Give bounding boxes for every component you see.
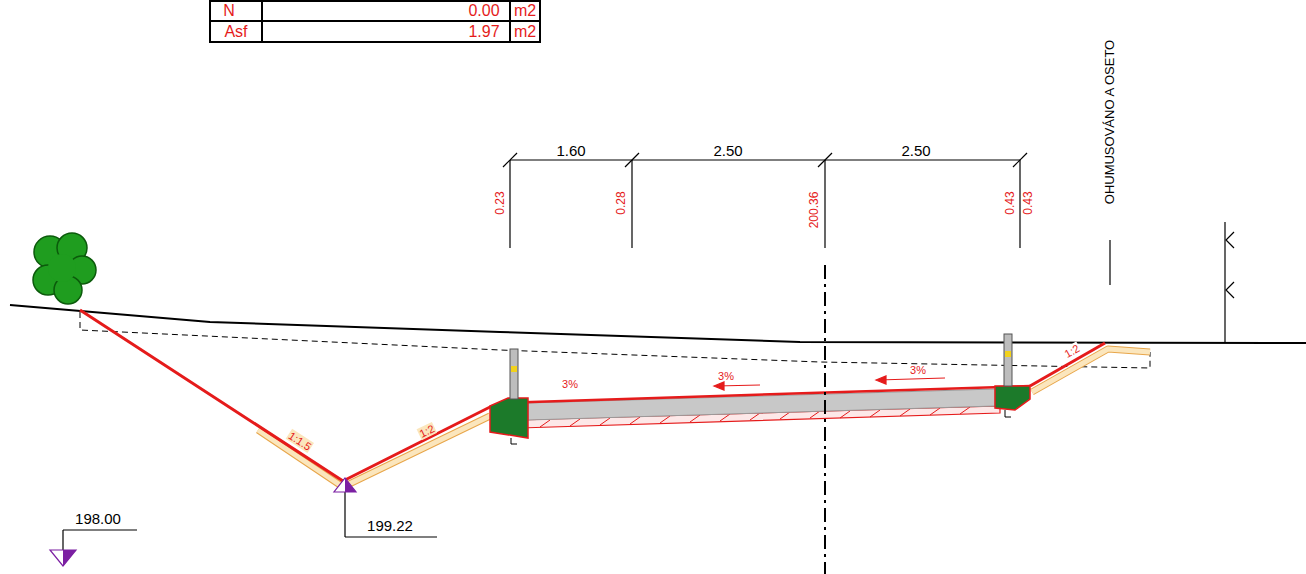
- cross-slope: 3%: [718, 370, 734, 382]
- table-cell: Asf: [224, 23, 247, 41]
- table-cell: 1.97: [468, 23, 499, 41]
- note-text: OHUMUSOVÁNO A OSETO: [1103, 40, 1117, 204]
- cross-slope: 3%: [562, 378, 578, 390]
- dimension-lines: [503, 153, 1027, 248]
- datum-marker: [50, 530, 137, 566]
- table-cell: 0.00: [468, 2, 499, 20]
- elevation-value: 200.36: [808, 192, 821, 229]
- level-marker: [334, 478, 437, 537]
- table-cell: N: [223, 2, 235, 20]
- curb-foot: [511, 410, 1011, 444]
- left-curb: [490, 398, 528, 438]
- cut-slope: [80, 310, 492, 481]
- slope-bands-fill: [258, 349, 1150, 487]
- dimension-value: 2.50: [713, 143, 742, 160]
- dimension-value: 1.60: [556, 143, 585, 160]
- guardrail-posts: [510, 334, 1012, 399]
- right-curb: [995, 386, 1030, 410]
- fence-symbol: [1225, 222, 1234, 343]
- height-value: 0.23: [494, 191, 507, 214]
- height-value: 0.28: [615, 191, 628, 214]
- height-value: 0.43: [1022, 191, 1035, 214]
- height-value: 0.43: [1004, 191, 1017, 214]
- tree-symbol: [33, 233, 96, 304]
- table-cell: m2: [514, 23, 536, 41]
- note-leader: [1109, 240, 1110, 285]
- topsoil-line: [80, 312, 1150, 368]
- centre-axis: [824, 265, 826, 574]
- slope-arrows: [714, 376, 945, 390]
- elevation-value: 199.22: [367, 518, 413, 535]
- area-table: [210, 0, 540, 43]
- slope-bands: [258, 349, 1150, 487]
- cross-slope: 3%: [910, 364, 926, 376]
- terrain-line: [10, 305, 1306, 343]
- dimension-value: 2.50: [901, 143, 930, 160]
- table-cell: m2: [514, 2, 536, 20]
- slope-ratio: 1:2: [417, 422, 438, 440]
- elevation-value: 198.00: [75, 511, 121, 528]
- pavement-surface: [500, 386, 1030, 403]
